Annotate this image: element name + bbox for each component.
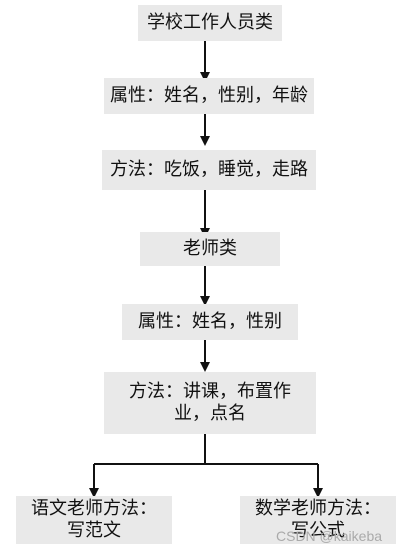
csdn-watermark: CSDN @kaikeba — [276, 528, 383, 544]
node-math-teacher-methods-label: 数学老师方法：写公式 — [255, 498, 381, 541]
node-teacher-attributes: 属性：姓名，性别 — [122, 304, 298, 340]
node-staff-attributes-label: 属性：姓名，性别，年龄 — [110, 85, 308, 106]
node-staff-attributes: 属性：姓名，性别，年龄 — [104, 78, 314, 114]
node-teacher-methods-label: 方法：讲课，布置作业，点名 — [129, 381, 291, 424]
node-chinese-teacher-methods-label: 语文老师方法：写范文 — [31, 498, 157, 541]
node-staff-methods: 方法：吃饭，睡觉，走路 — [102, 150, 316, 190]
node-school-staff-class: 学校工作人员类 — [138, 5, 282, 41]
node-chinese-teacher-methods: 语文老师方法：写范文 — [16, 496, 172, 544]
node-math-teacher-methods: 数学老师方法：写公式 — [240, 496, 396, 544]
node-teacher-class: 老师类 — [140, 232, 280, 266]
node-teacher-attributes-label: 属性：姓名，性别 — [138, 311, 282, 332]
node-teacher-methods: 方法：讲课，布置作业，点名 — [104, 372, 316, 434]
node-staff-methods-label: 方法：吃饭，睡觉，走路 — [110, 159, 308, 180]
node-school-staff-class-label: 学校工作人员类 — [147, 12, 273, 33]
node-teacher-class-label: 老师类 — [183, 238, 237, 259]
